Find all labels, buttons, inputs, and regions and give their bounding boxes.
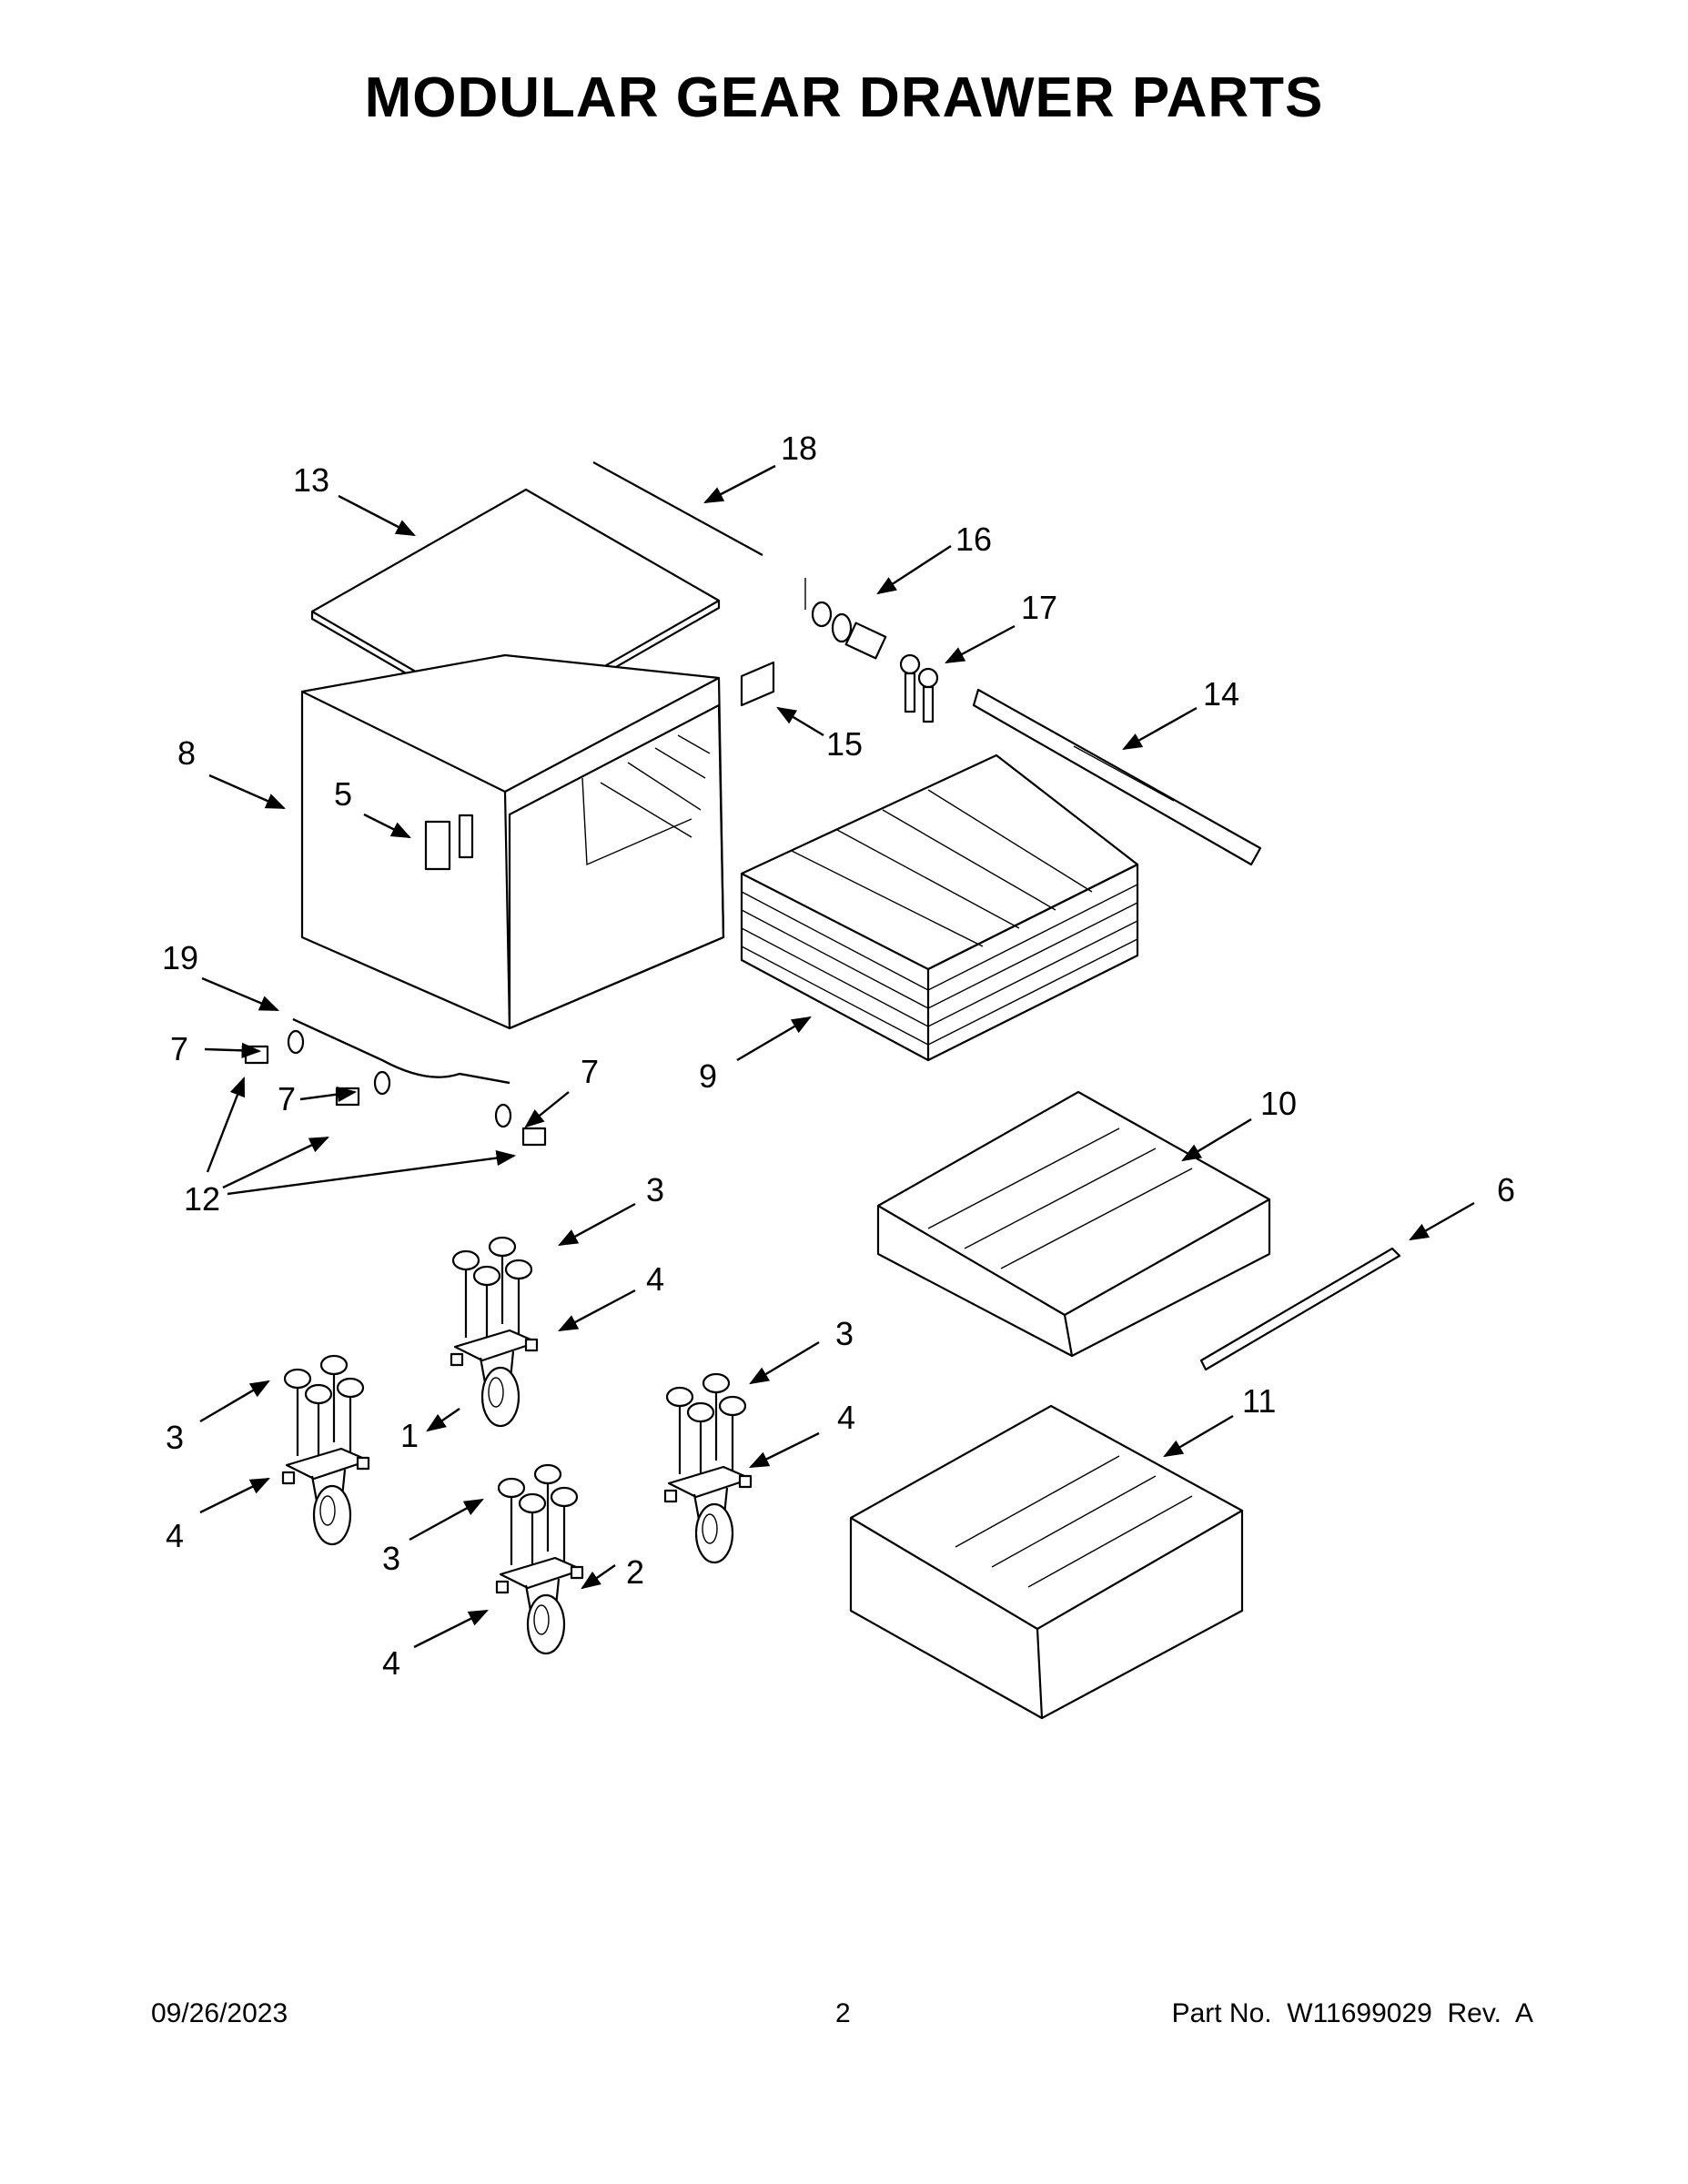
callout-4-bottom: 4 bbox=[382, 1644, 400, 1682]
rod-part bbox=[592, 461, 763, 556]
callout-17: 17 bbox=[1021, 589, 1057, 626]
drawer-deep-part bbox=[849, 1404, 1244, 1720]
callout-3-right: 3 bbox=[835, 1315, 854, 1352]
callout-3-upper: 3 bbox=[646, 1171, 664, 1208]
drawer-slide-part bbox=[972, 688, 1262, 866]
label-part bbox=[740, 661, 775, 707]
footer-date: 09/26/2023 bbox=[151, 1998, 288, 2028]
callout-12: 12 bbox=[184, 1180, 220, 1218]
caster-3 bbox=[663, 1372, 753, 1564]
drawer-stack-part bbox=[740, 753, 1139, 1062]
callout-18: 18 bbox=[781, 430, 817, 467]
callout-5: 5 bbox=[334, 775, 352, 813]
callout-19: 19 bbox=[162, 939, 198, 976]
callout-6: 6 bbox=[1497, 1171, 1515, 1208]
callout-7-middle: 7 bbox=[278, 1080, 296, 1117]
callout-1: 1 bbox=[400, 1417, 419, 1454]
callout-7-left: 7 bbox=[170, 1030, 188, 1067]
callout-15: 15 bbox=[826, 725, 863, 763]
callout-13: 13 bbox=[293, 461, 329, 499]
lock-part bbox=[804, 578, 887, 660]
callout-9: 9 bbox=[699, 1057, 717, 1095]
callout-4-left: 4 bbox=[166, 1517, 184, 1554]
callout-7-right: 7 bbox=[581, 1053, 599, 1090]
callout-10: 10 bbox=[1260, 1085, 1297, 1122]
callout-11: 11 bbox=[1242, 1382, 1276, 1420]
callout-3-bottom: 3 bbox=[382, 1540, 400, 1577]
caster-2 bbox=[281, 1354, 370, 1546]
caster-1 bbox=[450, 1236, 539, 1428]
callout-2: 2 bbox=[626, 1553, 644, 1591]
footer-page-number: 2 bbox=[835, 1998, 851, 2028]
callout-14: 14 bbox=[1203, 675, 1239, 713]
callout-4-upper: 4 bbox=[646, 1260, 664, 1298]
caster-4 bbox=[495, 1463, 584, 1655]
drawer-medium-part bbox=[876, 1090, 1271, 1358]
cabinet-part bbox=[300, 653, 725, 1030]
keys-part bbox=[899, 653, 939, 723]
page-title: MODULAR GEAR DRAWER PARTS bbox=[364, 66, 1324, 129]
trim-strip-part bbox=[1199, 1247, 1401, 1371]
callout-3-left: 3 bbox=[166, 1419, 184, 1456]
callout-8: 8 bbox=[177, 734, 196, 772]
leader-arrows bbox=[199, 464, 1475, 1649]
callout-4-right: 4 bbox=[837, 1399, 855, 1436]
footer-part-number: Part No. W11699029 Rev. A bbox=[1171, 1998, 1533, 2028]
callout-16: 16 bbox=[955, 521, 992, 558]
